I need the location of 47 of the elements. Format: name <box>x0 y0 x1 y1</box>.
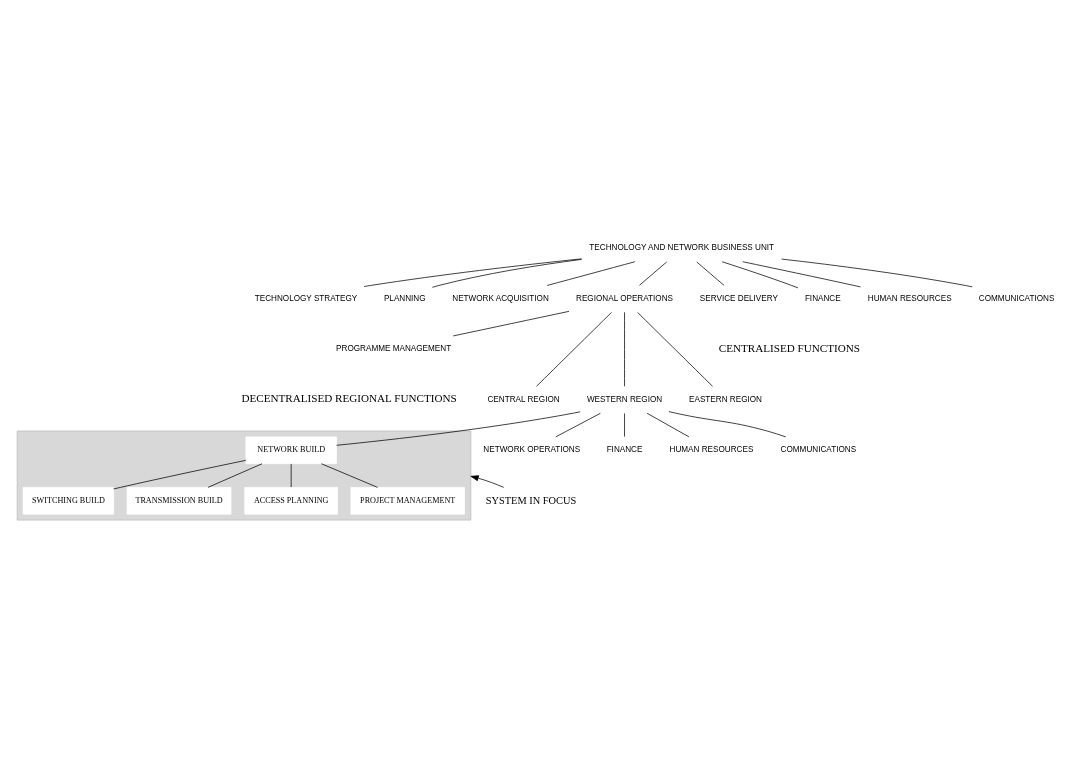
connector <box>639 261 668 286</box>
connector <box>452 311 570 337</box>
connector <box>555 412 601 438</box>
connector <box>696 261 725 286</box>
node-box: PROJECT MANAGEMENT <box>350 487 465 515</box>
connector <box>432 259 582 288</box>
arrow <box>470 475 505 488</box>
connector <box>113 459 247 490</box>
node-box: NETWORK BUILD <box>245 436 337 465</box>
node-text: PROGRAMME MANAGEMENT <box>336 344 452 354</box>
connector <box>637 312 713 387</box>
connector <box>536 312 612 387</box>
connector <box>624 413 625 437</box>
node-text: COMMUNICATIONS <box>780 445 857 455</box>
connector <box>363 258 582 287</box>
connector <box>646 412 690 438</box>
connector <box>668 411 787 438</box>
node-text: WESTERN REGION <box>586 394 663 404</box>
label: DECENTRALISED REGIONAL FUNCTIONS <box>241 392 457 405</box>
connector <box>742 261 861 288</box>
node-text: PLANNING <box>383 293 426 303</box>
label: CENTRALISED FUNCTIONS <box>718 341 860 354</box>
node-text: SERVICE DELIVERY <box>699 293 778 303</box>
node-text: TECHNOLOGY AND NETWORK BUSINESS UNIT <box>589 243 775 253</box>
node-text: TECHNOLOGY STRATEGY <box>254 293 358 303</box>
node-text: SYSTEM IN FOCUS <box>485 494 577 506</box>
node-box: SWITCHING BUILD <box>22 487 115 515</box>
node-box: TRANSMISSION BUILD <box>126 487 232 515</box>
connector <box>624 312 625 387</box>
node-text: FINANCE <box>804 293 841 303</box>
node-text: NETWORK ACQUISITION <box>452 293 549 303</box>
node-text: FINANCE <box>606 445 643 455</box>
node-text: NETWORK OPERATIONS <box>483 445 581 455</box>
connector <box>321 463 378 488</box>
connector <box>781 258 973 288</box>
node-text: CENTRAL REGION <box>487 394 560 404</box>
connector <box>721 261 799 289</box>
node-text: HUMAN RESOURCES <box>669 445 754 455</box>
node-box: ACCESS PLANNING <box>244 487 338 515</box>
node-text: HUMAN RESOURCES <box>867 293 952 303</box>
node-text: COMMUNICATIONS <box>978 293 1055 303</box>
node-text: REGIONAL OPERATIONS <box>576 293 674 303</box>
cluster <box>16 430 472 521</box>
connector <box>207 463 263 488</box>
node-text: EASTERN REGION <box>689 394 763 404</box>
connector <box>546 261 636 286</box>
connector <box>336 411 581 446</box>
